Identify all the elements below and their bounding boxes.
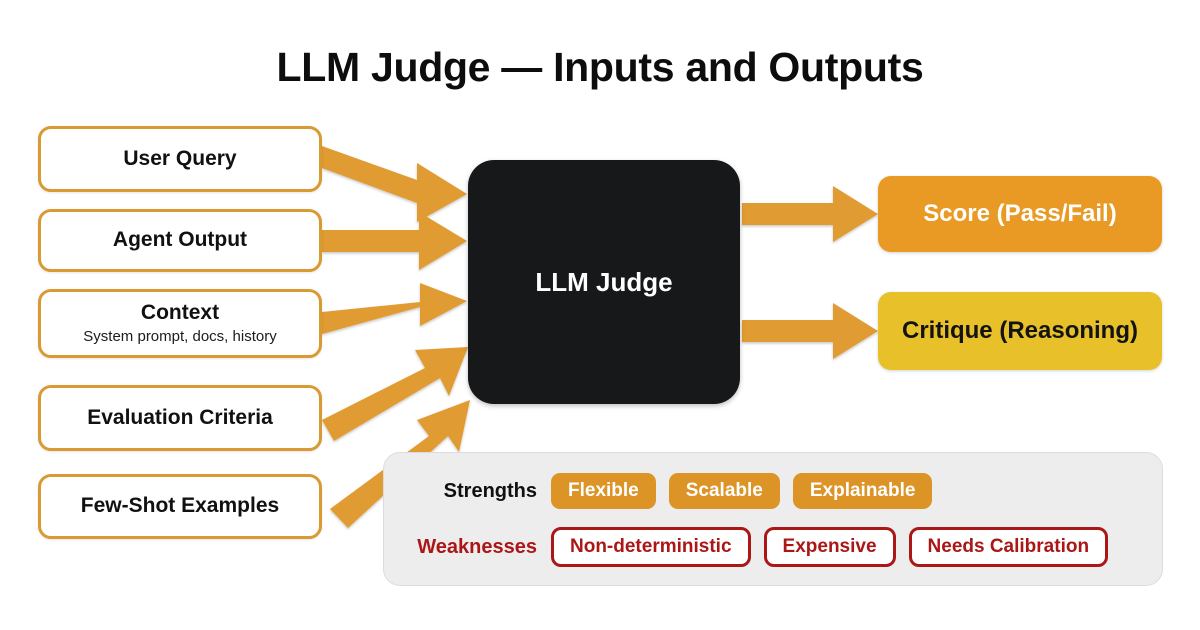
input-title: Agent Output xyxy=(112,228,248,252)
arrow-score-output xyxy=(742,186,878,242)
output-label: Critique (Reasoning) xyxy=(901,317,1138,344)
input-box-context[interactable]: Context System prompt, docs, history xyxy=(38,289,322,358)
llm-judge-label: LLM Judge xyxy=(535,266,673,297)
weaknesses-label: Weaknesses xyxy=(417,535,537,558)
input-title: Evaluation Criteria xyxy=(87,405,273,429)
weaknesses-pill-group: Non-deterministic Expensive Needs Calibr… xyxy=(551,527,1109,567)
output-box-score[interactable]: Score (Pass/Fail) xyxy=(878,176,1162,252)
output-label: Score (Pass/Fail) xyxy=(923,200,1117,227)
weakness-pill[interactable]: Needs Calibration xyxy=(908,527,1109,567)
input-box-evaluation-criteria[interactable]: Evaluation Criteria xyxy=(38,385,322,451)
input-box-few-shot-examples[interactable]: Few-Shot Examples xyxy=(38,474,322,539)
input-title: Few-Shot Examples xyxy=(80,494,280,518)
arrow-agent-output xyxy=(322,212,467,270)
input-box-user-query[interactable]: User Query xyxy=(38,126,322,192)
input-box-agent-output[interactable]: Agent Output xyxy=(38,209,322,272)
arrow-evaluation-criteria xyxy=(322,347,468,441)
strengths-weaknesses-panel: Strengths Flexible Scalable Explainable … xyxy=(383,452,1163,586)
strengths-pill-group: Flexible Scalable Explainable xyxy=(551,473,933,509)
arrow-critique-output xyxy=(742,303,878,359)
strength-pill[interactable]: Explainable xyxy=(792,473,933,509)
llm-judge-node[interactable]: LLM Judge xyxy=(468,160,740,404)
input-subtitle: System prompt, docs, history xyxy=(83,327,277,345)
arrow-context xyxy=(322,283,467,334)
weaknesses-row: Weaknesses Non-deterministic Expensive N… xyxy=(384,527,1164,567)
input-title: Context xyxy=(140,301,220,325)
arrow-user-query xyxy=(322,146,467,222)
page-title: LLM Judge — Inputs and Outputs xyxy=(276,44,924,90)
weakness-pill[interactable]: Expensive xyxy=(763,527,896,567)
strengths-row: Strengths Flexible Scalable Explainable xyxy=(384,471,1164,511)
input-title: User Query xyxy=(123,146,237,170)
strength-pill[interactable]: Flexible xyxy=(551,473,656,509)
strength-pill[interactable]: Scalable xyxy=(668,473,780,509)
output-box-critique[interactable]: Critique (Reasoning) xyxy=(878,292,1162,370)
strengths-label: Strengths xyxy=(443,479,537,502)
weakness-pill[interactable]: Non-deterministic xyxy=(551,527,751,567)
